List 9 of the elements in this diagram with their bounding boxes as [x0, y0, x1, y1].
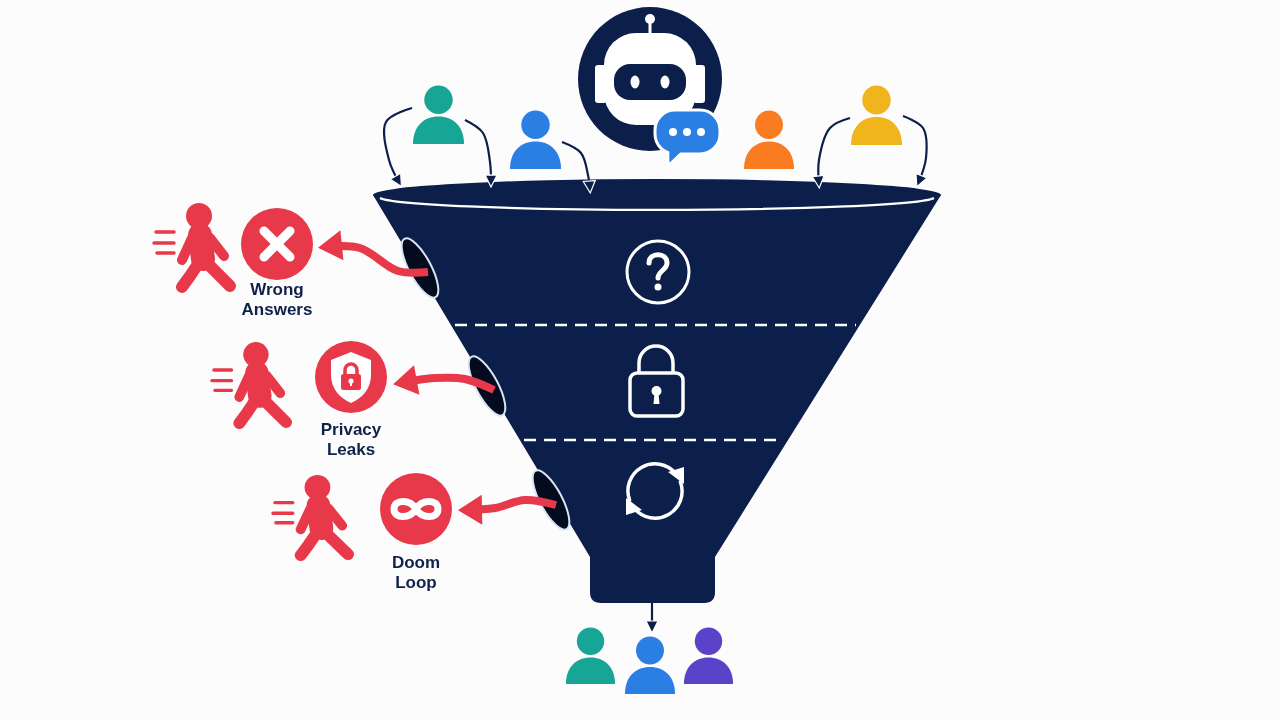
issue-label: Wrong Answers [240, 280, 314, 320]
person-icon [565, 627, 616, 684]
person-icon [850, 85, 903, 145]
person-icon [683, 627, 734, 684]
issue-label: Privacy Leaks [319, 420, 383, 460]
person-icon [624, 636, 676, 694]
person-icon [509, 110, 562, 169]
person-icon [743, 110, 795, 169]
person-icon [412, 85, 465, 144]
